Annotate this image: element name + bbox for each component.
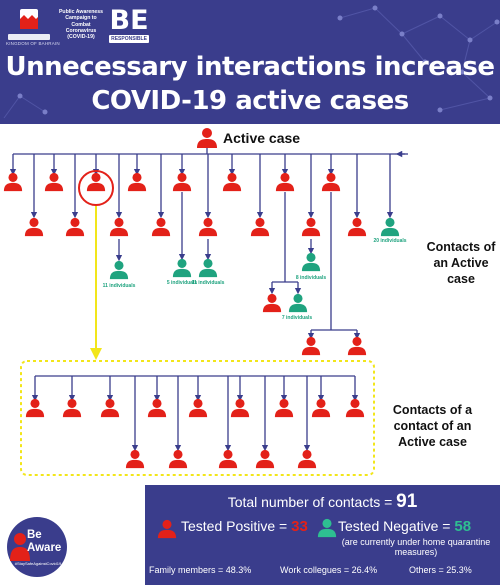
badge-title: Be Aware xyxy=(27,529,62,554)
positive-person-icon xyxy=(125,449,145,469)
be-responsible-logo: BE RESPONSIBLE xyxy=(106,7,152,43)
positive-person-icon xyxy=(172,172,192,192)
family-members-stat: Family members = 48.3% xyxy=(149,565,252,575)
positive-person-icon xyxy=(147,398,167,418)
work-colleagues-stat: Work collegues = 26.4% xyxy=(280,565,378,575)
positive-person-icon xyxy=(44,172,64,192)
positive-value: 33 xyxy=(291,518,308,535)
group-8-individuals: 8 individuals xyxy=(296,275,327,281)
positive-person-icon xyxy=(321,172,341,192)
negative-value: 58 xyxy=(454,518,472,535)
negative-person-icon xyxy=(301,252,321,272)
positive-person-icon xyxy=(301,336,321,356)
positive-person-icon xyxy=(188,398,208,418)
positive-person-icon xyxy=(62,398,82,418)
positive-person-icon xyxy=(65,217,85,237)
positive-person-icon xyxy=(297,449,317,469)
active-case-label: Active case xyxy=(223,130,301,146)
total-value: 91 xyxy=(396,491,418,512)
positive-person-icon xyxy=(197,128,217,148)
positive-person-icon xyxy=(3,172,23,192)
total-contacts: Total number of contacts = 91 xyxy=(145,491,500,513)
logo-text: KINGDOM OF BAHRAIN xyxy=(6,41,60,46)
positive-person-icon xyxy=(222,172,242,192)
contacts-of-contact-box xyxy=(20,360,375,476)
negative-person-icon xyxy=(109,260,129,280)
others-stat: Others = 25.3% xyxy=(409,565,472,575)
total-label: Total number of contacts = xyxy=(227,494,393,510)
highlight-circle xyxy=(78,170,114,206)
positive-person-icon xyxy=(345,398,365,418)
badge-circle xyxy=(7,517,67,577)
header-banner: KINGDOM OF BAHRAIN Public Awareness Camp… xyxy=(0,0,500,124)
negative-person-icon xyxy=(172,258,192,278)
positive-person-icon xyxy=(100,398,120,418)
page-title: Unnecessary interactions increase COVID-… xyxy=(0,50,500,118)
positive-person-icon xyxy=(168,449,188,469)
negative-person-icon xyxy=(317,518,337,538)
positive-person-icon xyxy=(151,217,171,237)
group-11-individuals-a: 11 individuals xyxy=(103,283,136,289)
group-20-individuals: 20 individuals xyxy=(373,238,406,244)
positive-label: Tested Positive = xyxy=(181,518,288,534)
title-line-2: COVID-19 active cases xyxy=(91,86,409,116)
person-icon xyxy=(10,533,30,561)
positive-person-icon xyxy=(262,293,282,313)
positive-person-icon xyxy=(255,449,275,469)
contacts-of-active-case-label: Contacts of an Active case xyxy=(426,240,496,286)
positive-person-icon xyxy=(311,398,331,418)
positive-person-icon xyxy=(157,519,177,539)
positive-person-icon xyxy=(275,172,295,192)
positive-person-icon xyxy=(230,398,250,418)
negative-note: (are currently under home quarantine mea… xyxy=(341,537,491,557)
summary-box: Total number of contacts = 91 Tested Pos… xyxy=(145,485,500,585)
negative-person-icon xyxy=(288,293,308,313)
campaign-text: Public Awareness Campaign to Combat Coro… xyxy=(58,9,104,41)
positive-person-icon xyxy=(274,398,294,418)
positive-person-icon xyxy=(347,217,367,237)
network-pattern xyxy=(3,5,500,119)
positive-person-icon xyxy=(250,217,270,237)
positive-person-icon xyxy=(24,217,44,237)
tested-positive: Tested Positive = 33 xyxy=(181,518,308,535)
connector-lines xyxy=(9,148,408,452)
negative-label: Tested Negative = xyxy=(338,518,451,534)
positive-person-icon xyxy=(198,217,218,237)
positive-person-icon xyxy=(127,172,147,192)
positive-person-icon xyxy=(301,217,321,237)
positive-person-icon xyxy=(218,449,238,469)
group-7-individuals: 7 individuals xyxy=(282,315,313,321)
group-11-individuals-b: 11 individuals xyxy=(192,280,225,286)
negative-person-icon xyxy=(380,217,400,237)
tested-negative: Tested Negative = 58 xyxy=(338,518,471,535)
be-letters: BE xyxy=(109,5,149,36)
people-layer xyxy=(3,128,400,469)
negative-person-icon xyxy=(198,258,218,278)
be-aware-badge: Be Aware #StaySafeAgainstCovid19 xyxy=(7,517,67,577)
title-line-1: Unnecessary interactions increase xyxy=(5,52,495,82)
positive-person-icon xyxy=(109,217,129,237)
group-5-individuals: 5 individuals xyxy=(167,280,198,286)
badge-hashtag: #StaySafeAgainstCovid19 xyxy=(14,561,62,566)
positive-person-icon xyxy=(347,336,367,356)
emblem-icon xyxy=(8,9,50,40)
contacts-of-contact-label: Contacts of a contact of an Active case xyxy=(392,403,473,449)
positive-person-icon xyxy=(86,172,106,192)
be-sub: RESPONSIBLE xyxy=(109,35,149,43)
positive-person-icon xyxy=(25,398,45,418)
